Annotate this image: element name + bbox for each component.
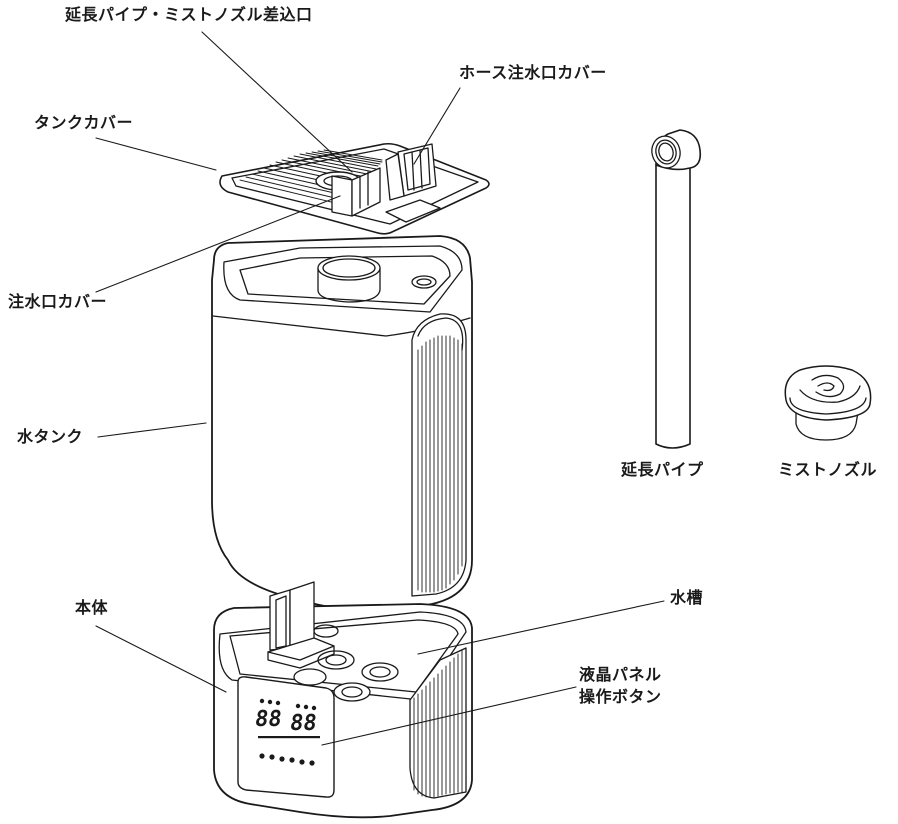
label-main-body: 本体 [75,598,109,617]
lcd-digits-right: 88 [288,711,319,736]
label-water-tray: 水槽 [670,588,704,607]
label-tank-cover: タンクカバー [34,113,134,132]
leader-lines [95,31,665,746]
extension-pipe-drawing [651,129,702,449]
label-lcd-panel-line1: 液晶パネル [579,665,662,684]
lcd-digits-left: 88 [253,707,284,732]
tank-cover-grille [239,149,383,207]
label-mist-nozzle: ミストノズル [778,460,878,479]
label-hose-cover: ホース注水口カバー [459,63,607,82]
label-inlet-cover: 注水口カバー [8,292,108,311]
main-body-ribs [413,649,463,798]
label-extension-port: 延長パイプ・ミストノズル差込口 [65,5,313,24]
lcd-indicators [258,698,320,766]
mist-nozzle-drawing [784,365,872,441]
label-water-tank: 水タンク [17,427,84,446]
label-lcd-panel-line2: 操作ボタン [579,687,662,706]
label-extension-pipe: 延長パイプ [621,460,704,479]
main-body [213,581,473,819]
tank-cover [219,142,490,235]
label-lcd-panel: 液晶パネル 操作ボタン [579,664,662,708]
water-tank-ribs [417,335,463,593]
water-tank [211,235,473,612]
